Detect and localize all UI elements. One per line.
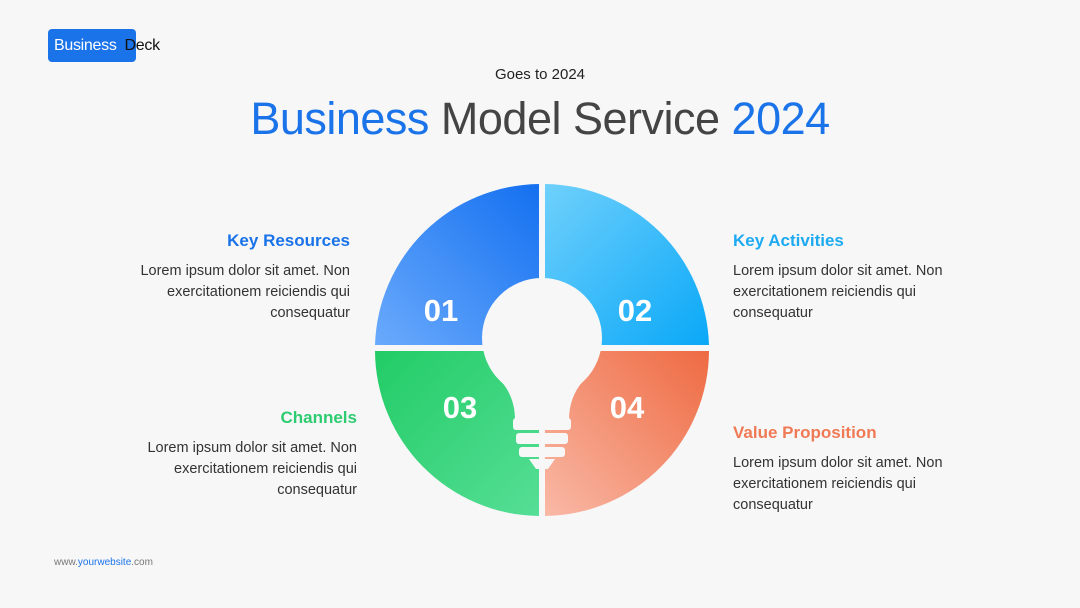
business-model-ring-diagram: 01 02 03 04 [375, 184, 709, 516]
segment-04-shape [545, 351, 709, 516]
title-model-service: Model Service [428, 93, 732, 144]
value-proposition-text: Lorem ipsum dolor sit amet. Non exercita… [733, 455, 943, 513]
key-activities-title: Key Activities [733, 231, 844, 250]
segment-02-shape [545, 184, 709, 345]
key-resources-text: Lorem ipsum dolor sit amet. Non exercita… [140, 263, 350, 321]
value-proposition-title: Value Proposition [733, 423, 877, 442]
segment-01-shape [375, 184, 539, 345]
channels-block: Channels Lorem ipsum dolor sit amet. Non… [147, 408, 357, 501]
website-link[interactable]: www.yourwebsite.com [54, 557, 153, 568]
title-business: Business [250, 93, 429, 144]
segment-03-number: 03 [443, 390, 477, 425]
logo-business-label: Business [48, 29, 136, 62]
segment-01-number: 01 [424, 293, 458, 328]
website-suffix: .com [131, 557, 153, 568]
title-year: 2024 [731, 93, 831, 144]
value-proposition-block: Value Proposition Lorem ipsum dolor sit … [733, 423, 968, 516]
channels-title: Channels [280, 408, 357, 427]
website-prefix: www. [54, 557, 78, 568]
logo-deck-label: Deck [124, 36, 161, 54]
key-resources-block: Key Resources Lorem ipsum dolor sit amet… [140, 231, 350, 324]
website-domain: yourwebsite [77, 557, 132, 568]
key-activities-block: Key Activities Lorem ipsum dolor sit ame… [733, 231, 968, 324]
logo: Business Deck [48, 29, 160, 62]
page-subtitle: Goes to 2024 [494, 66, 586, 83]
key-resources-title: Key Resources [227, 231, 350, 250]
segment-04-number: 04 [610, 390, 645, 425]
segment-03-shape [375, 351, 539, 516]
key-activities-text: Lorem ipsum dolor sit amet. Non exercita… [733, 263, 943, 321]
page-title: Business Model Service 2024 [0, 93, 1080, 145]
segment-02-number: 02 [618, 293, 652, 328]
channels-text: Lorem ipsum dolor sit amet. Non exercita… [147, 440, 357, 498]
